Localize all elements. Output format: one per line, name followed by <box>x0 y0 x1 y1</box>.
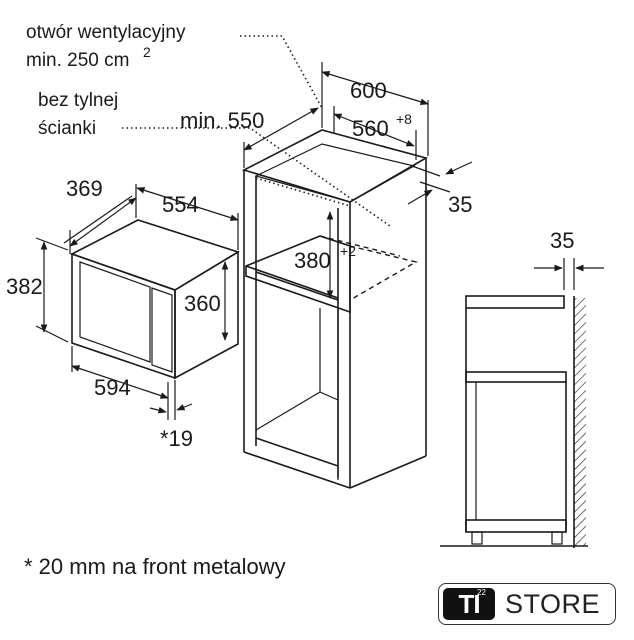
cabinet-drawing <box>241 129 429 489</box>
microwave-dimensions <box>35 184 239 420</box>
side-section-drawing <box>440 258 604 548</box>
nowall-label-line1: bez tylnej <box>38 90 118 111</box>
dim-19-label: *19 <box>160 426 193 451</box>
logo-brand: TI <box>443 588 495 620</box>
vent-label-line1: otwór wentylacyjny <box>26 22 186 43</box>
store-logo: TI 22 STORE <box>438 583 616 625</box>
nowall-label-line2: ścianki <box>38 118 96 139</box>
dim-380-label: 380 <box>294 248 331 273</box>
dim-554-label: 554 <box>162 192 199 217</box>
cabinet-dimensions <box>243 62 473 299</box>
footnote-text: * 20 mm na front metalowy <box>24 554 286 579</box>
dim-600-label: 600 <box>350 78 387 103</box>
dim-380-sup-label: +2 <box>340 243 356 259</box>
dim-min550-label: min. 550 <box>180 108 264 133</box>
dim-35-side-label: 35 <box>550 228 574 253</box>
logo-store-text: STORE <box>505 589 601 619</box>
logo-brand-sup: 22 <box>477 588 486 597</box>
dim-35-cabinet-label: 35 <box>448 192 472 217</box>
vent-label-line2: min. 250 cm <box>26 50 129 71</box>
callout-lines <box>122 35 391 227</box>
dim-360-label: 360 <box>184 291 221 316</box>
dim-382-label: 382 <box>6 274 43 299</box>
dim-594-label: 594 <box>94 375 131 400</box>
vent-label-sup: 2 <box>143 44 151 60</box>
dim-369-label: 369 <box>66 176 103 201</box>
dim-560-label: 560 <box>352 116 389 141</box>
dim-560-sup-label: +8 <box>396 111 412 127</box>
